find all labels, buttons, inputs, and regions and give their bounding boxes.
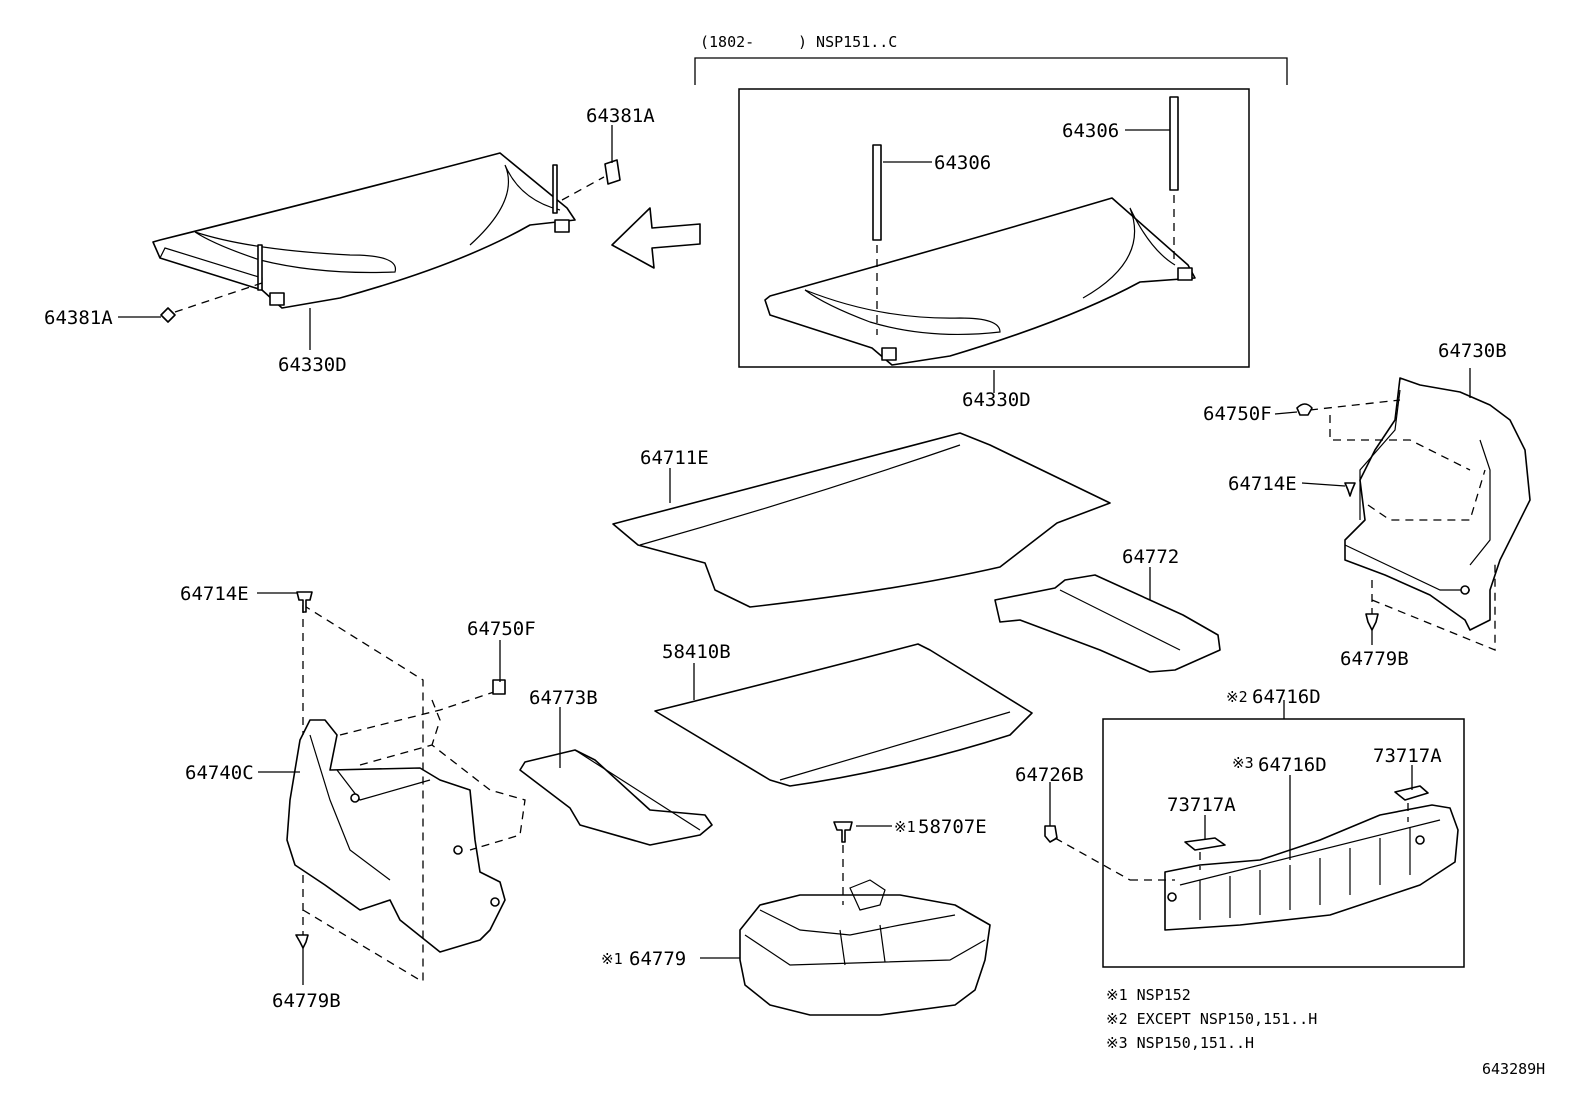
tray-64772	[994, 574, 1221, 673]
spare-tray-64779	[739, 879, 991, 1016]
label-64730B: 64730B	[1438, 340, 1507, 362]
clip-icon	[1344, 482, 1356, 497]
label-64714E-right: 64714E	[1228, 473, 1297, 495]
label-64306-a: 64306	[934, 152, 991, 174]
variant-box	[738, 88, 1250, 368]
label-64716D-top: 64716D	[1252, 686, 1321, 708]
label-64716D-top-mark: ※2	[1226, 688, 1248, 706]
part-labels: 64381A 64381A 64330D 64306 64306 64330D …	[44, 105, 1507, 1012]
variant-label-left: (1802-	[700, 33, 754, 51]
clip-icon	[492, 679, 506, 695]
floor-board-64711E	[612, 432, 1111, 608]
floor-mat-58410B	[654, 643, 1033, 787]
label-58707E: 58707E	[918, 816, 987, 838]
arrow-icon	[611, 207, 701, 269]
label-64779: 64779	[629, 948, 686, 970]
clip-icon	[1365, 613, 1379, 631]
variant-bracket: (1802- ) NSP151..C	[694, 33, 1288, 85]
footnote-2: ※2 EXCEPT NSP150,151..H	[1106, 1010, 1317, 1028]
clip-icon	[295, 934, 309, 949]
leader-lines	[118, 125, 1471, 985]
label-64716D-box: 64716D	[1258, 754, 1327, 776]
trim-64773B	[519, 749, 713, 846]
label-64711E: 64711E	[640, 447, 709, 469]
side-trim-64730B	[1344, 377, 1531, 631]
label-64716D-box-mark: ※3	[1232, 754, 1254, 772]
side-trim-64740C	[286, 719, 506, 953]
label-64779-mark: ※1	[601, 950, 623, 968]
clip-icon	[296, 591, 313, 613]
diagram-id: 643289H	[1482, 1060, 1545, 1078]
label-64306-b: 64306	[1062, 120, 1119, 142]
label-64779B-left: 64779B	[272, 990, 341, 1012]
label-64330D-box: 64330D	[962, 389, 1031, 411]
label-64381A-left: 64381A	[44, 307, 113, 329]
label-64779B-right: 64779B	[1340, 648, 1409, 670]
footnote-1: ※1 NSP152	[1106, 986, 1191, 1004]
footnotes: ※1 NSP152 ※2 EXCEPT NSP150,151..H ※3 NSP…	[1106, 986, 1317, 1052]
label-58410B: 58410B	[662, 641, 731, 663]
sill-plate-64716D	[1164, 804, 1459, 931]
label-64773B: 64773B	[529, 687, 598, 709]
label-64750F-left: 64750F	[467, 618, 536, 640]
label-64726B: 64726B	[1015, 764, 1084, 786]
package-tray-left	[152, 152, 621, 323]
label-64381A-top: 64381A	[586, 105, 655, 127]
footnote-3: ※3 NSP150,151..H	[1106, 1034, 1254, 1052]
label-64772: 64772	[1122, 546, 1179, 568]
package-tray-box	[764, 96, 1196, 366]
clip-icon	[833, 821, 853, 843]
label-64330D-left: 64330D	[278, 354, 347, 376]
label-73717A-a: 73717A	[1167, 794, 1236, 816]
clip-icon	[1296, 403, 1313, 416]
clip-icon	[1044, 825, 1058, 843]
label-64740C: 64740C	[185, 762, 254, 784]
label-73717A-b: 73717A	[1373, 745, 1442, 767]
label-58707E-mark: ※1	[894, 818, 916, 836]
label-64714E-left: 64714E	[180, 583, 249, 605]
variant-label-right: ) NSP151..C	[798, 33, 897, 51]
label-64750F-right: 64750F	[1203, 403, 1272, 425]
